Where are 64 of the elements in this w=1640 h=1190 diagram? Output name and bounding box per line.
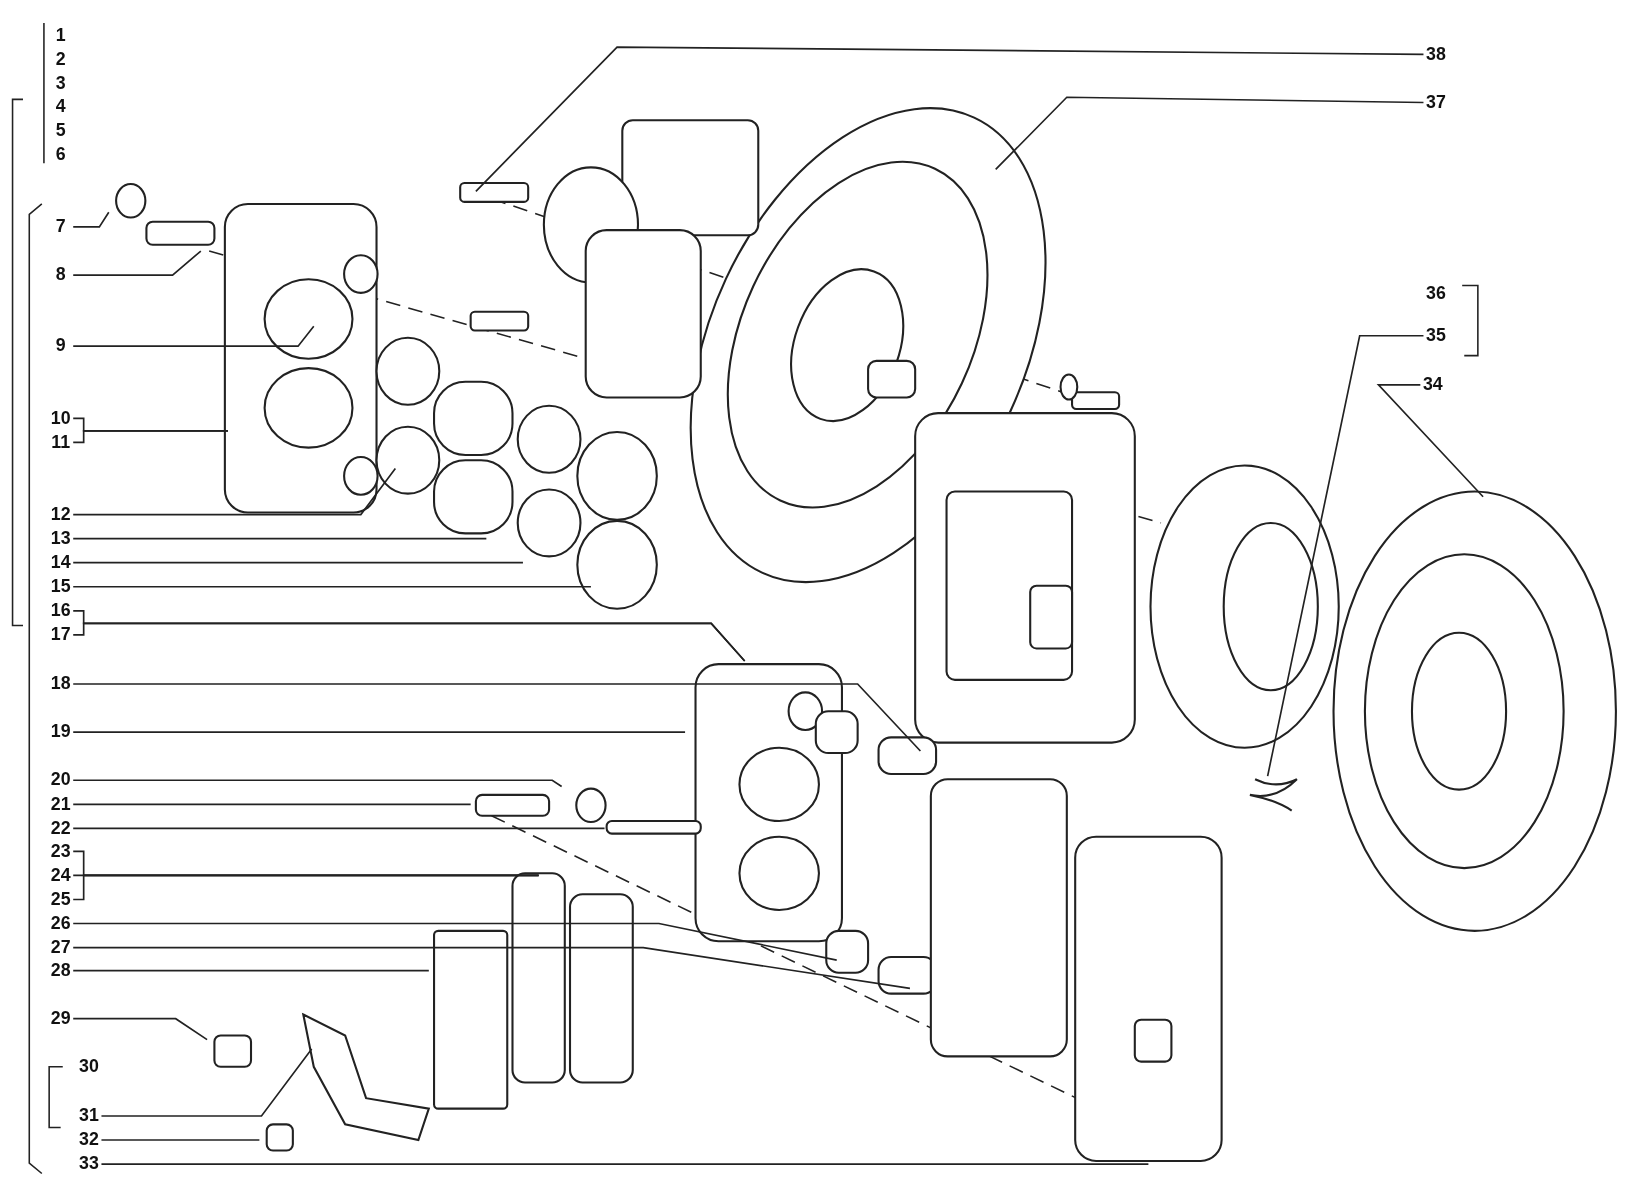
callout-number: 9	[48, 335, 74, 357]
leader-line	[72, 561, 524, 564]
callout-number: 7	[48, 216, 74, 238]
leader-line	[72, 325, 315, 348]
callout-number: 30	[78, 1056, 100, 1078]
callout-number: 5	[54, 120, 67, 142]
leader-line	[72, 430, 229, 444]
leader-line	[475, 46, 1425, 193]
callout-number: 10	[48, 407, 74, 429]
callout-number: 23	[48, 840, 74, 862]
leader-line	[72, 622, 746, 662]
leader-line	[72, 803, 472, 806]
leader-line	[72, 537, 488, 540]
leader-line	[72, 211, 110, 228]
callout-number: 26	[48, 913, 74, 934]
callout-number: 4	[54, 96, 67, 118]
leader-line	[72, 922, 838, 961]
callout-number: 17	[48, 624, 74, 646]
callout-number: 24	[48, 864, 74, 886]
callout-number: 27	[48, 937, 74, 959]
callout-number: 21	[48, 793, 74, 815]
leader-line	[72, 874, 540, 901]
callout-number: 13	[48, 528, 74, 550]
callout-number: 11	[48, 431, 74, 453]
callout-number: 36	[1425, 283, 1447, 305]
leader-line	[72, 683, 922, 752]
callout-number: 20	[48, 769, 74, 791]
leader-line	[72, 827, 606, 830]
callout-number: 8	[48, 264, 74, 286]
leader-line	[72, 585, 592, 588]
callout-number: 2	[54, 49, 67, 71]
callout-number: 14	[48, 552, 74, 574]
leader-line	[72, 969, 430, 972]
callout-number: 3	[54, 73, 67, 95]
callout-number: 16	[48, 600, 74, 622]
leader-line	[72, 946, 911, 990]
callout-number: 29	[48, 1008, 74, 1030]
callout-number: 1	[54, 25, 67, 46]
callout-number: 28	[48, 960, 74, 982]
callout-number: 37	[1423, 92, 1449, 113]
callout-number: 34	[1420, 374, 1446, 396]
leader-line	[72, 731, 686, 733]
leader-line	[994, 96, 1425, 171]
callout-number: 19	[48, 721, 74, 743]
leader-line	[100, 1139, 261, 1141]
callout-number: 33	[76, 1153, 102, 1175]
leader-line	[72, 467, 397, 516]
leader-line	[1266, 334, 1425, 777]
leader-line	[1376, 384, 1484, 498]
callout-number: 22	[48, 817, 74, 839]
callout-number: 31	[76, 1105, 102, 1127]
leader-line	[72, 779, 563, 788]
leader-line	[72, 1017, 208, 1041]
leader-line	[100, 1163, 1150, 1165]
callout-number: 12	[48, 504, 74, 526]
leader-line	[100, 1048, 313, 1117]
leader-line	[72, 250, 202, 276]
callout-number: 15	[48, 576, 74, 598]
callout-number: 38	[1423, 43, 1449, 65]
callout-number: 35	[1423, 325, 1449, 347]
callout-number: 18	[48, 673, 74, 695]
callout-number: 32	[76, 1129, 102, 1151]
callout-number: 25	[48, 889, 74, 910]
callout-number: 6	[54, 144, 67, 166]
